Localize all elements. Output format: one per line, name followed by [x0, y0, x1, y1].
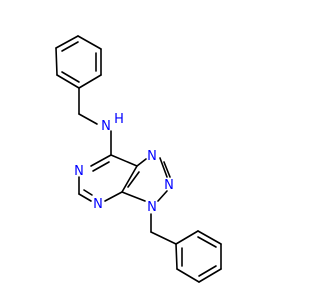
atom-label-triazole-n1: N	[147, 149, 157, 164]
bond	[78, 193, 92, 202]
bond	[61, 41, 79, 52]
bond	[121, 165, 138, 193]
atom-label-nh-h: H	[114, 112, 124, 127]
bond	[157, 190, 168, 202]
atom-label-triazole-n3: N	[147, 200, 157, 215]
bond	[175, 243, 178, 270]
bond	[55, 35, 79, 49]
bond	[104, 191, 123, 202]
bond	[163, 161, 171, 178]
bond	[78, 74, 102, 89]
molecule-structure-diagram: N H N N N N N	[0, 0, 300, 300]
bond	[197, 236, 217, 248]
atom-label-triazole-n2: N	[164, 178, 174, 193]
bond	[127, 171, 140, 188]
bond	[90, 154, 112, 167]
atom-labels: N H N N N N N	[74, 112, 174, 215]
bond	[197, 230, 222, 245]
atom-label-nh-n: N	[101, 119, 111, 134]
bond	[159, 157, 168, 178]
atom-label-pyrimidine-n1: N	[74, 164, 84, 179]
bond	[121, 191, 146, 202]
bond	[83, 189, 93, 196]
bond	[92, 161, 110, 172]
canvas-background	[0, 0, 300, 300]
bond	[78, 113, 98, 125]
atom-label-pyrimidine-n2: N	[93, 197, 103, 212]
bond	[61, 71, 80, 83]
bond	[198, 265, 217, 277]
bond	[198, 268, 222, 283]
bond	[176, 268, 200, 283]
bond	[150, 231, 177, 245]
bond	[55, 47, 58, 76]
bond	[175, 230, 199, 245]
bond	[110, 154, 138, 167]
bond	[56, 74, 80, 89]
bond-lines	[55, 35, 222, 283]
bond	[136, 158, 147, 167]
bond	[77, 35, 102, 50]
